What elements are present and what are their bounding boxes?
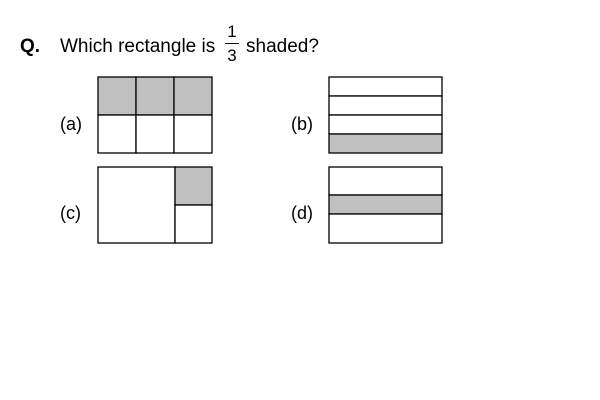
option-b-strip-3 xyxy=(328,114,443,135)
question-text: Which rectangle is xyxy=(60,36,216,57)
option-a-figure xyxy=(97,76,213,154)
option-a-cell-3 xyxy=(173,76,213,116)
fraction-numerator: 1 xyxy=(227,22,237,41)
option-d-strip-1 xyxy=(328,166,443,196)
option-b-figure xyxy=(328,76,443,154)
fraction-bar xyxy=(225,43,239,44)
fraction-denominator: 3 xyxy=(227,46,237,65)
option-d-strip-2 xyxy=(328,194,443,215)
option-c-top-right-part xyxy=(174,166,213,206)
option-a-cell-2 xyxy=(135,76,175,116)
option-d-label: (d) xyxy=(291,203,313,223)
option-b-strip-1 xyxy=(328,76,443,97)
option-a-cell-1 xyxy=(97,76,137,116)
option-d-strip-3 xyxy=(328,213,443,244)
option-c-label: (c) xyxy=(60,203,81,223)
option-d-figure xyxy=(328,166,443,244)
option-c-large-part xyxy=(97,166,176,244)
question-text-end: shaded? xyxy=(246,36,319,57)
option-b-strip-4 xyxy=(328,133,443,154)
option-a-cell-4 xyxy=(97,114,137,154)
fraction: 1 3 xyxy=(224,22,240,65)
option-a-label: (a) xyxy=(60,114,82,134)
option-c-bottom-right-part xyxy=(174,204,213,244)
option-c-figure xyxy=(97,166,213,244)
option-b-strip-2 xyxy=(328,95,443,116)
option-a-cell-5 xyxy=(135,114,175,154)
question-label: Q. xyxy=(20,36,41,57)
option-b-label: (b) xyxy=(291,114,313,134)
option-a-cell-6 xyxy=(173,114,213,154)
